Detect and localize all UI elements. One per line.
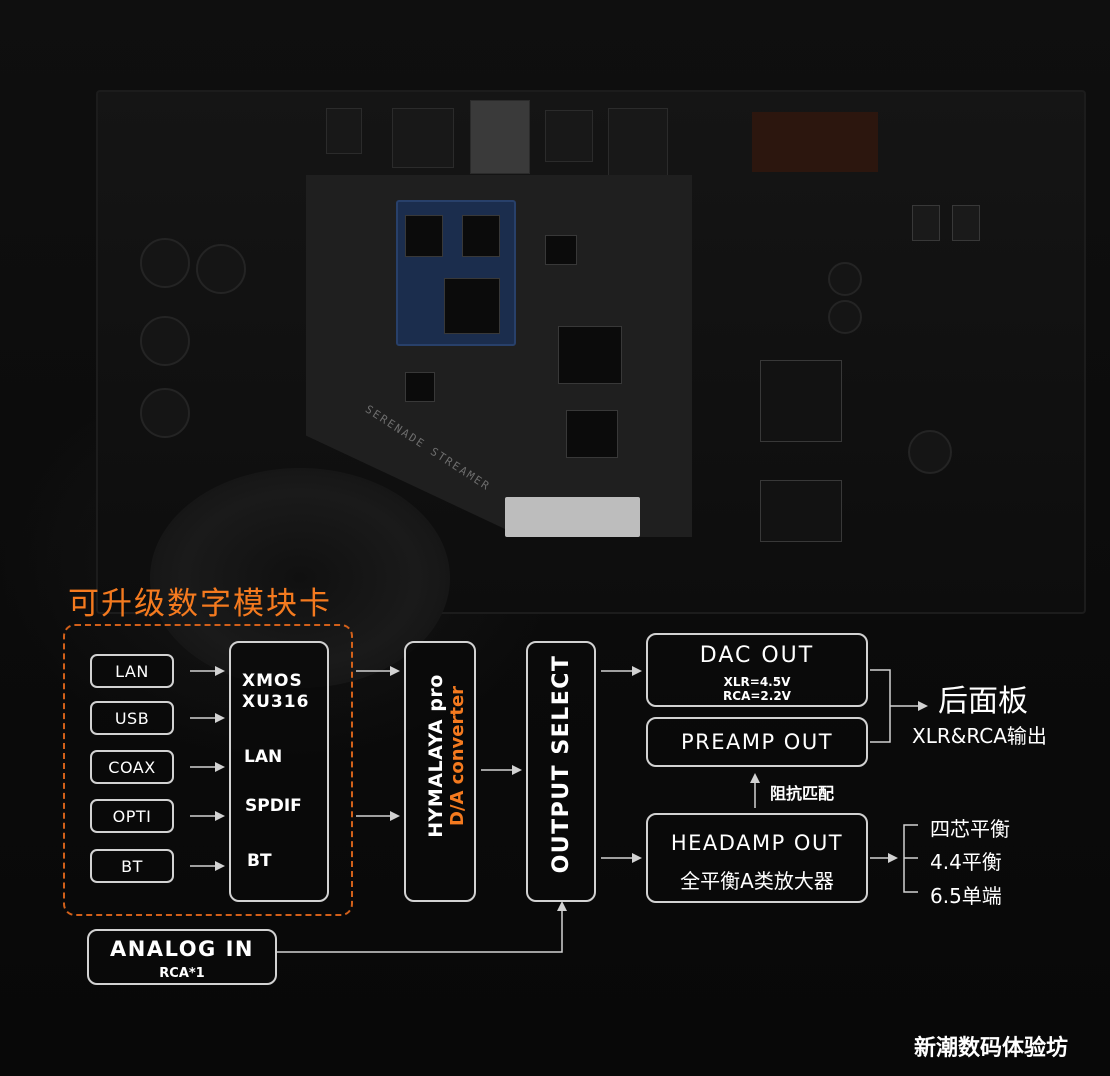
capacitor <box>140 388 190 438</box>
capacitor <box>828 262 862 296</box>
dac-converter-text: D/A converter <box>447 685 468 827</box>
headamp-subtitle: 全平衡A类放大器 <box>680 869 834 893</box>
amp-chip-1 <box>760 360 842 442</box>
preamp-out-block: PREAMP OUT <box>646 717 868 767</box>
dac-out-rca: RCA=2.2V <box>723 689 791 703</box>
xu316-label: XU316 <box>242 692 310 712</box>
dac-out-title: DAC OUT <box>699 643 815 668</box>
optical-port <box>608 108 668 180</box>
board-chip-1 <box>558 326 622 384</box>
power-jack <box>326 108 362 154</box>
dac-out-block: DAC OUT XLR=4.5V RCA=2.2V <box>646 633 868 707</box>
capacitor <box>828 300 862 334</box>
xmos-spdif-label: SPDIF <box>245 796 302 816</box>
headphone-output-4pin: 四芯平衡 <box>930 817 1010 841</box>
dac-name: HYMALAYA pro <box>425 674 447 838</box>
board-chip-2 <box>566 410 618 458</box>
watermark: 新潮数码体验坊 <box>914 1036 1069 1061</box>
analog-in-subtitle: RCA*1 <box>159 966 205 981</box>
rear-panel-subtitle: XLR&RCA输出 <box>912 724 1047 748</box>
dac-converter-label: D/A converter <box>447 646 469 866</box>
dac-out-xlr: XLR=4.5V <box>723 675 791 689</box>
relay-block <box>752 112 878 172</box>
sd-slot <box>392 108 454 168</box>
ic-right-1 <box>912 205 940 241</box>
usb-port <box>545 110 593 162</box>
board-chip-3 <box>545 235 577 265</box>
module-chip-1 <box>405 215 443 257</box>
capacitor <box>196 244 246 294</box>
xmos-bt-label: BT <box>247 851 272 871</box>
module-card-title: 可升级数字模块卡 <box>68 586 332 622</box>
dac-block: HYMALAYA pro D/A converter <box>404 641 476 902</box>
input-usb: USB <box>90 701 174 735</box>
impedance-matching-label: 阻抗匹配 <box>770 784 835 803</box>
input-bt: BT <box>90 849 174 883</box>
capacitor <box>908 430 952 474</box>
capacitor <box>140 238 190 288</box>
analog-in-title: ANALOG IN <box>109 937 254 961</box>
amp-chip-2 <box>760 480 842 542</box>
analog-in-block: ANALOG IN RCA*1 <box>87 929 277 985</box>
board-chip-4 <box>405 372 435 402</box>
xmos-lan-label: LAN <box>244 747 283 767</box>
capacitor <box>140 316 190 366</box>
board-connector <box>505 497 640 537</box>
xmos-block: XMOS XU316 LAN SPDIF BT <box>229 641 329 902</box>
input-opti: OPTI <box>90 799 174 833</box>
headphone-output-44: 4.4平衡 <box>930 850 1002 874</box>
ic-right-2 <box>952 205 980 241</box>
headamp-title: HEADAMP OUT <box>670 831 844 855</box>
headamp-out-block: HEADAMP OUT 全平衡A类放大器 <box>646 813 868 903</box>
module-chip-3 <box>444 278 500 334</box>
module-chip-2 <box>462 215 500 257</box>
rear-panel-title: 后面板 <box>938 684 1028 719</box>
ethernet-port <box>470 100 530 174</box>
output-select-block: OUTPUT SELECT <box>526 641 596 902</box>
input-lan: LAN <box>90 654 174 688</box>
upgradeable-module-outline <box>63 624 353 916</box>
input-coax: COAX <box>90 750 174 784</box>
headphone-output-65: 6.5单端 <box>930 884 1002 908</box>
xmos-label: XMOS <box>242 671 303 691</box>
output-select-label: OUTPUT SELECT <box>549 654 574 874</box>
